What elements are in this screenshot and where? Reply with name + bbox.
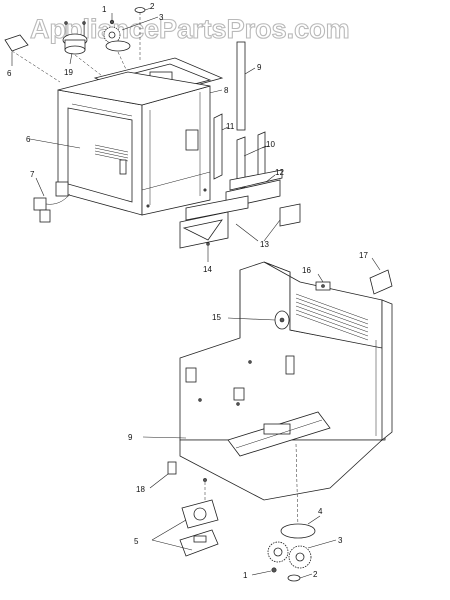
sensor-part xyxy=(315,281,331,291)
callout-6-cavity: 6 xyxy=(26,135,31,144)
rod-part xyxy=(236,41,246,131)
stirrer-gear-part xyxy=(103,7,146,52)
callout-13: 13 xyxy=(260,240,269,249)
stirrer-blade-part xyxy=(280,523,316,539)
lower-assembly: 15 16 17 9 18 5 xyxy=(128,251,393,582)
callout-9-top: 9 xyxy=(257,63,262,72)
upper-assembly: 6 19 1 2 3 xyxy=(4,2,301,274)
washer-part xyxy=(271,567,277,573)
callout-2-top: 2 xyxy=(150,2,155,11)
thermal-switch-part xyxy=(33,181,71,223)
callout-3-top: 3 xyxy=(159,13,164,22)
callout-11: 11 xyxy=(226,122,235,131)
callout-5: 5 xyxy=(134,537,139,546)
callout-19: 19 xyxy=(64,68,73,77)
waveguide-cover-part xyxy=(369,269,393,295)
callout-1-top: 1 xyxy=(102,5,107,14)
stirrer-gear-part-lower xyxy=(267,541,312,569)
callout-8: 8 xyxy=(224,86,229,95)
callout-2-bottom: 2 xyxy=(313,570,318,579)
cover-plate-part xyxy=(4,34,29,52)
callout-18: 18 xyxy=(136,485,145,494)
callout-10: 10 xyxy=(266,140,275,149)
callout-17: 17 xyxy=(359,251,368,260)
callout-9-bottom: 9 xyxy=(128,433,133,442)
callout-3-bottom: 3 xyxy=(338,536,343,545)
callout-6-plate: 6 xyxy=(7,69,12,78)
callout-4: 4 xyxy=(318,507,323,516)
callout-7: 7 xyxy=(30,170,35,179)
side-bracket-part xyxy=(213,113,266,191)
callout-14: 14 xyxy=(203,265,212,274)
outer-case-part xyxy=(179,261,393,501)
clip-part xyxy=(167,461,177,475)
callout-12: 12 xyxy=(275,168,284,177)
motor-bracket-part xyxy=(179,478,219,557)
callout-15: 15 xyxy=(212,313,221,322)
oven-cavity-part xyxy=(57,71,211,216)
callout-16: 16 xyxy=(302,266,311,275)
callout-1-bottom: 1 xyxy=(243,571,248,580)
bottom-bracket-part xyxy=(179,169,301,249)
retaining-clip-part xyxy=(287,574,301,582)
motor-assembly-part xyxy=(62,21,88,55)
